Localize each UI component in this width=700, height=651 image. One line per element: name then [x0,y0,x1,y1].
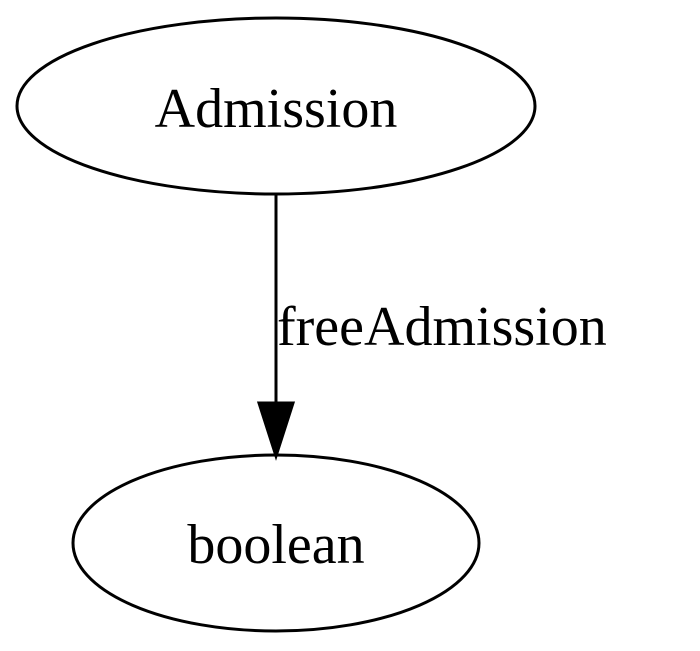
edge-free-admission-arrowhead [256,401,296,461]
node-admission: Admission [15,16,537,196]
node-admission-label: Admission [155,78,398,140]
node-boolean-label: boolean [187,514,364,576]
edge-free-admission: freeAdmission [256,194,607,461]
node-boolean-ellipse [71,453,481,633]
edge-free-admission-label: freeAdmission [277,296,607,358]
node-boolean: boolean [71,453,481,633]
